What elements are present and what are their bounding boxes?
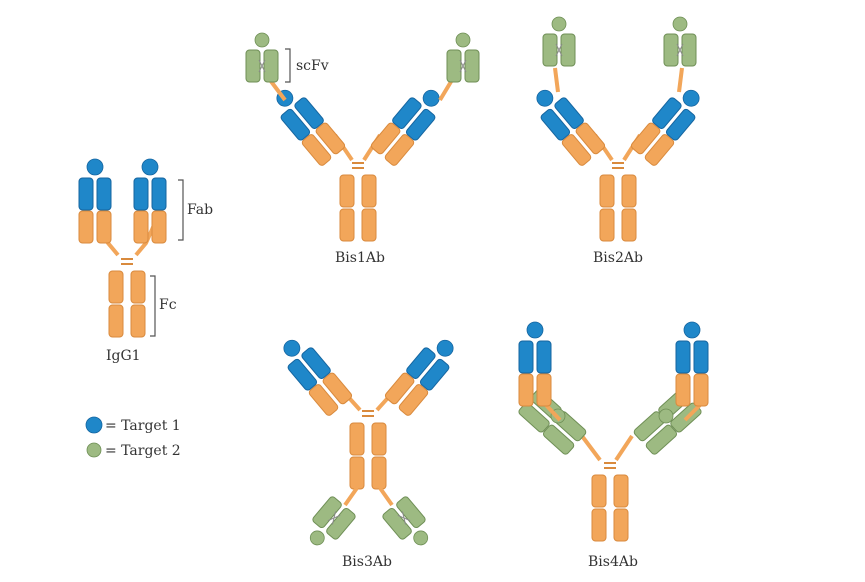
fc-label: Fc: [159, 297, 177, 313]
target2-label: = Target 2: [105, 443, 181, 459]
legend: = Target 1 = Target 2: [85, 416, 181, 459]
scfv-bracket: [285, 48, 291, 83]
bis2ab-antibody: [527, 17, 708, 241]
target1-marker: [85, 416, 103, 434]
bis3ab-antibody: [274, 332, 462, 554]
bis1ab-antibody: [246, 33, 479, 241]
fab-bracket: [178, 179, 184, 241]
bis3ab-label: Bis3Ab: [342, 554, 392, 570]
fc-bracket: [150, 275, 156, 337]
igg1-antibody: [79, 159, 166, 337]
igg1-label: IgG1: [106, 348, 141, 364]
scfv-label: scFv: [296, 58, 329, 74]
bis2ab-label: Bis2Ab: [593, 250, 643, 266]
bis4ab-antibody: [517, 322, 708, 541]
target2-marker: [86, 442, 102, 458]
fab-label: Fab: [187, 202, 213, 218]
target1-label: = Target 1: [105, 418, 181, 434]
bis1ab-label: Bis1Ab: [335, 250, 385, 266]
bis4ab-label: Bis4Ab: [588, 554, 638, 570]
